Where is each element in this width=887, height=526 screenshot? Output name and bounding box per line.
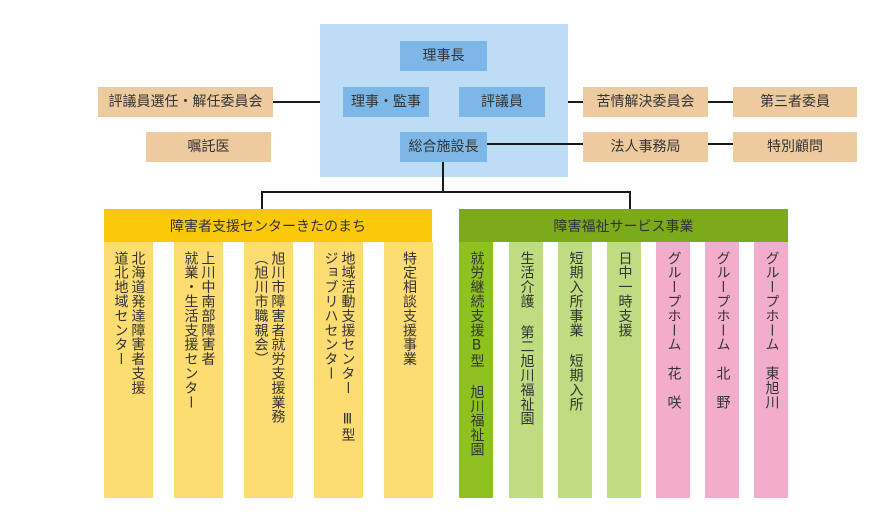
unit-column: 短期入所事業 短期入所	[558, 242, 592, 498]
unit-label: 特定相談支援事業	[400, 251, 417, 366]
director-general-label: 総合施設長	[408, 139, 479, 155]
connector-third-party	[708, 101, 733, 103]
unit-label-line: 旭川市障害者就労支援業務	[269, 251, 286, 424]
secretariat-box: 法人事務局	[583, 132, 708, 162]
connector-trunk	[442, 162, 444, 193]
special-advisor-label: 特別顧問	[767, 139, 823, 155]
unit-column: 就労継続支援B型 旭川福祉園	[459, 242, 493, 498]
third-party-member-label: 第三者委員	[760, 94, 830, 110]
unit-label-line: 短期入所事業 短期入所	[567, 251, 584, 412]
director-general-box: 総合施設長	[400, 132, 487, 162]
division-title: 障害者支援センターきたのまち	[170, 218, 366, 235]
councilors-label: 評議員	[481, 94, 523, 110]
unit-label-line: グループホーム 北 野	[714, 251, 731, 410]
connector-left-committee	[273, 101, 320, 103]
connector-secretariat	[487, 143, 583, 145]
councilor-selection-committee-box: 評議員選任・解任委員会	[98, 87, 273, 117]
unit-label-line: グループホーム 東旭川	[763, 251, 780, 410]
unit-label: 旭川市障害者就労支援業務 （旭川市職親会）	[252, 251, 286, 424]
directors-auditors-box: 理事・監事	[343, 87, 429, 117]
unit-label: グループホーム 花 咲	[665, 251, 682, 409]
unit-label-line: ジョブリハセンター	[322, 251, 339, 381]
unit-label-line: 日中一時支援	[616, 251, 633, 338]
unit-label: 日中一時支援	[616, 251, 633, 337]
physician-box: 嘱託医	[146, 132, 271, 162]
councilor-selection-committee-label: 評議員選任・解任委員会	[108, 94, 263, 110]
unit-label-line: 道北地域センター	[112, 251, 129, 367]
complaint-committee-box: 苦情解決委員会	[583, 87, 708, 117]
connector-branch	[261, 191, 631, 193]
division-title: 障害福祉サービス事業	[553, 218, 694, 235]
unit-label-line: グループホーム 花 咲	[665, 251, 682, 410]
unit-label-line: 生活介護 第二旭川福祉園	[518, 251, 535, 426]
unit-label-line: 北海道発達障害者支援	[129, 251, 146, 395]
division-header-kitanomachi: 障害者支援センターきたのまち	[104, 209, 432, 242]
unit-label-line: （旭川市職親会）	[252, 251, 269, 367]
connector-special-advisor	[708, 143, 733, 145]
special-advisor-box: 特別顧問	[733, 132, 857, 162]
division-header-welfare-services: 障害福祉サービス事業	[459, 209, 788, 242]
unit-label-line: 就業・生活支援センター	[182, 251, 199, 410]
unit-column: 上川中南部障害者 就業・生活支援センター	[174, 242, 223, 498]
unit-column: 生活介護 第二旭川福祉園	[509, 242, 543, 498]
directors-auditors-label: 理事・監事	[351, 94, 421, 110]
unit-label-line: 地域活動支援センター Ⅲ型	[339, 251, 356, 443]
unit-column: 地域活動支援センター Ⅲ型 ジョブリハセンター	[314, 242, 363, 498]
unit-label-line: 上川中南部障害者	[199, 251, 216, 367]
connector-complaint-committee	[568, 101, 583, 103]
chairman-box: 理事長	[400, 41, 487, 71]
unit-label: 就労継続支援B型 旭川福祉園	[468, 251, 485, 457]
third-party-member-box: 第三者委員	[733, 87, 857, 117]
unit-column: 北海道発達障害者支援 道北地域センター	[104, 242, 153, 498]
connector-drop-kitanomachi	[261, 191, 263, 209]
unit-label: 短期入所事業 短期入所	[567, 251, 584, 411]
connector-drop-welfare	[629, 191, 631, 209]
unit-label: グループホーム 北 野	[714, 251, 731, 409]
unit-label-line: 就労継続支援B型 旭川福祉園	[468, 251, 485, 457]
unit-label: 上川中南部障害者 就業・生活支援センター	[182, 251, 216, 409]
complaint-committee-label: 苦情解決委員会	[596, 94, 695, 110]
councilors-box: 評議員	[459, 87, 545, 117]
physician-label: 嘱託医	[187, 139, 230, 155]
secretariat-label: 法人事務局	[610, 139, 681, 155]
unit-column: 特定相談支援事業	[384, 242, 433, 498]
unit-label: 北海道発達障害者支援 道北地域センター	[112, 251, 146, 395]
unit-label: 地域活動支援センター Ⅲ型 ジョブリハセンター	[322, 251, 356, 442]
unit-label-line: 特定相談支援事業	[401, 251, 417, 367]
unit-column: 旭川市障害者就労支援業務 （旭川市職親会）	[244, 242, 293, 498]
unit-column: 日中一時支援	[607, 242, 641, 498]
unit-column: グループホーム 北 野	[705, 242, 739, 498]
chairman-label: 理事長	[422, 48, 465, 64]
unit-label: 生活介護 第二旭川福祉園	[518, 251, 535, 426]
unit-column: グループホーム 東旭川	[754, 242, 788, 498]
unit-column: グループホーム 花 咲	[656, 242, 690, 498]
unit-label: グループホーム 東旭川	[763, 251, 780, 409]
